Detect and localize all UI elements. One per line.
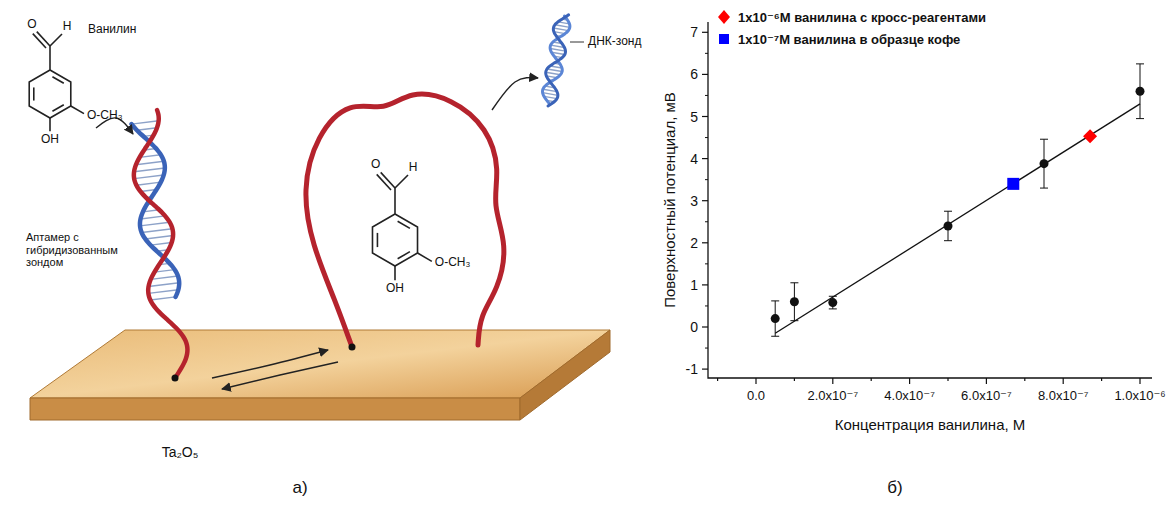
fit-line	[775, 104, 1140, 333]
legend-text: 1x10⁻⁷M ванилина в образце кофе	[738, 32, 960, 47]
atom-label: O	[27, 18, 36, 32]
tick-label: 7	[690, 24, 698, 40]
leader-line	[570, 42, 584, 43]
tick-label: 4	[690, 151, 698, 167]
tick-label: 2	[690, 235, 698, 251]
legend-item: 1x10⁻⁷M ванилина в образце кофе	[716, 30, 960, 48]
atom-label: O	[371, 158, 380, 172]
data-point	[828, 296, 837, 309]
tick-label: 3	[690, 193, 698, 209]
group-label: O-CH₃	[87, 109, 123, 123]
data-point	[790, 283, 799, 321]
tick-label: 6.0x10⁻⁷	[961, 389, 1012, 404]
tick-label: 1	[690, 277, 698, 293]
cross-reagent-point	[1083, 129, 1097, 143]
substrate-label: Ta₂O₅	[162, 444, 199, 460]
anchor-dot	[349, 344, 356, 351]
coffee-sample-point	[1007, 178, 1019, 190]
group-label: OH	[41, 133, 59, 147]
legend-item: 1x10⁻⁶M ванилина с кросс-реагентами	[716, 8, 986, 26]
folded-aptamer	[306, 94, 504, 347]
tick-label: 1.0x10⁻⁶	[1114, 389, 1165, 404]
tick-label: 0	[690, 319, 698, 335]
reaction-arrow	[222, 362, 338, 389]
data-point	[944, 211, 953, 240]
atom-label: H	[409, 161, 418, 175]
reaction-arrow	[492, 78, 538, 110]
tick-label: 0.0	[747, 389, 765, 404]
aptamer-label: Аптамер с гибридизованным зондом	[26, 231, 132, 269]
data-point	[771, 301, 780, 336]
aptamer-helix	[132, 110, 188, 378]
axis-title: Концентрация ванилина, М	[835, 416, 1026, 433]
group-label: O-CH₃	[435, 256, 471, 270]
dna-probe-strand	[543, 15, 570, 106]
data-point	[1040, 139, 1049, 188]
atom-label: H	[63, 20, 72, 34]
legend-swatch	[716, 8, 732, 26]
tick-label: 2.0x10⁻⁷	[807, 389, 858, 404]
vanillin-molecule	[29, 32, 84, 132]
panel-label: а)	[292, 478, 307, 498]
group-label: OH	[386, 282, 404, 296]
tick-label: 5	[690, 108, 698, 124]
tick-label: 6	[690, 66, 698, 82]
calibration-chart	[702, 22, 1152, 384]
compound-label: Ванилин	[88, 23, 136, 37]
tick-label: -1	[686, 361, 698, 377]
probe-label: ДНК-зонд	[588, 35, 641, 49]
bound-vanillin-molecule	[372, 172, 431, 280]
panel-label: б)	[887, 478, 902, 498]
legend-text: 1x10⁻⁶M ванилина с кросс-реагентами	[738, 10, 986, 25]
axis-title: Поверхностный потенциал, мВ	[661, 92, 678, 308]
anchor-dot	[172, 375, 179, 382]
legend-swatch	[716, 30, 732, 48]
ta2o5-plate	[30, 330, 610, 420]
reaction-arrow	[212, 350, 328, 378]
tick-label: 4.0x10⁻⁷	[884, 389, 935, 404]
tick-label: 8.0x10⁻⁷	[1038, 389, 1089, 404]
data-point	[1136, 64, 1145, 119]
